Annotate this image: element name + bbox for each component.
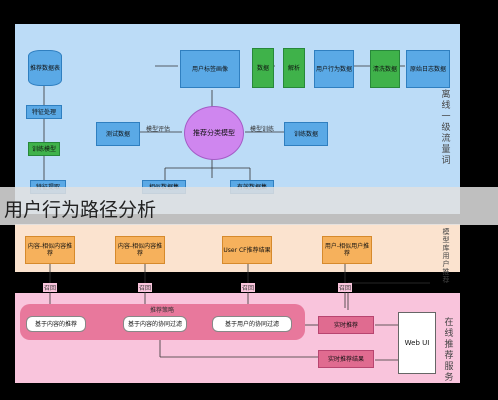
model-side-label: 模型库用户推荐 <box>442 228 450 284</box>
mid-box-3: User CF推荐结果 <box>222 236 272 264</box>
recommend-data-cylinder: 推荐数据表 <box>28 50 62 86</box>
recall-label-4: 召回 <box>338 283 353 292</box>
parse-box: 解析 <box>283 48 305 88</box>
online-side-label: 在线推荐服务 <box>444 318 454 383</box>
recall-label-3: 召回 <box>241 283 256 292</box>
clean-data-box: 清洗数据 <box>370 50 400 88</box>
strategy-group-label: 推荐策略 <box>150 307 175 314</box>
user-cf-pill: 基于用户的协同过滤 <box>212 316 292 332</box>
realtime-result-box: 实时推荐结果 <box>318 350 374 368</box>
recommend-model-circle: 推荐分类模型 <box>184 106 244 160</box>
recall-label-1: 召回 <box>43 283 58 292</box>
model-eval-label: 模型评估 <box>146 126 171 133</box>
title-banner <box>0 187 498 225</box>
content-cf-pill: 基于内容的协同过滤 <box>123 316 187 332</box>
mid-box-2: 内容-相似内容推荐 <box>115 236 165 264</box>
data-box: 数据 <box>252 48 274 88</box>
web-ui-box: Web UI <box>398 312 436 374</box>
feature-process-box: 特征处理 <box>26 105 62 119</box>
content-based-pill: 基于内容的推荐 <box>26 316 86 332</box>
user-behavior-box: 用户行为数据 <box>314 50 354 88</box>
test-data-box: 测试数据 <box>96 122 140 146</box>
recall-label-2: 召回 <box>138 283 153 292</box>
mid-box-1: 内容-相似内容推荐 <box>25 236 75 264</box>
mid-box-4: 用户-相似用户推荐 <box>322 236 372 264</box>
user-profile-box: 用户标签画像 <box>180 50 240 88</box>
train-data-box: 训练数据 <box>284 122 328 146</box>
offline-side-label: 离线一级流量词 <box>441 90 451 166</box>
banner-title: 用户行为路径分析 <box>4 199 157 221</box>
raw-logs-box: 原始日志数据 <box>406 50 450 88</box>
realtime-recommend-box: 实时推荐 <box>318 316 374 334</box>
model-train-label: 模型训练 <box>250 126 275 133</box>
train-model-box: 训练模型 <box>28 142 60 156</box>
